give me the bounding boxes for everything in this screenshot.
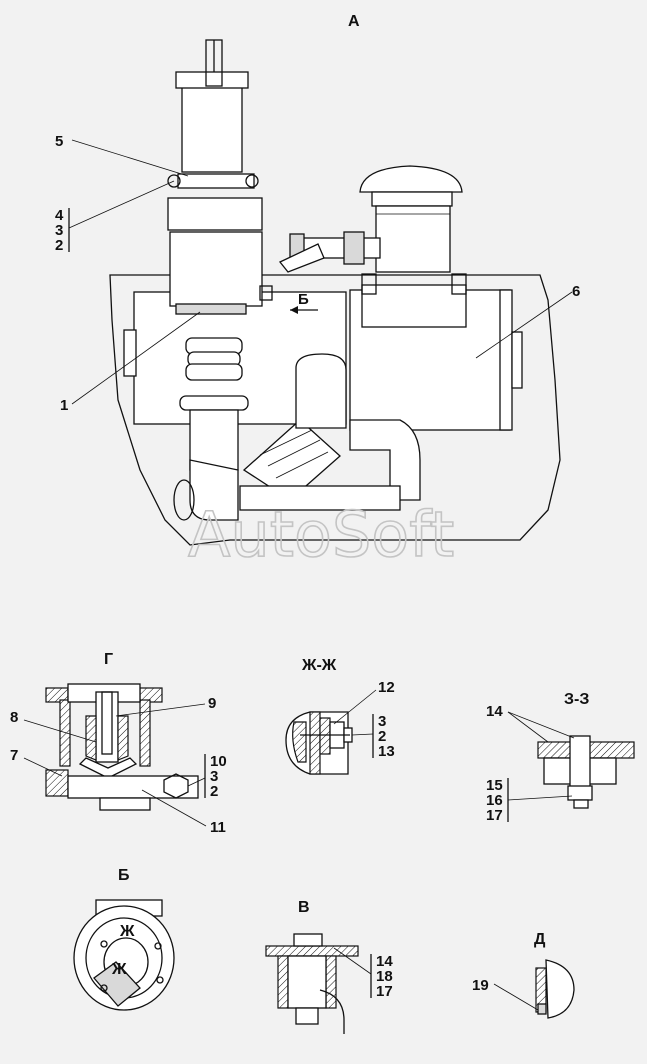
view-zh-zh: Ж-Ж: [285, 657, 353, 775]
section-mark-zh-bottom: Ж: [111, 961, 127, 978]
label-14-z: 14: [486, 703, 503, 720]
label-1: 1: [60, 397, 68, 414]
view-g-labels: 9 8 7 10 3 2 11: [10, 695, 227, 836]
label-18: 18: [376, 968, 393, 985]
label-10: 10: [210, 753, 227, 770]
view-title-d: Д: [534, 931, 546, 948]
view-zh-zh-labels: 12 3 2 13: [333, 679, 395, 760]
label-3-zh: 3: [378, 713, 386, 730]
label-2-g: 2: [210, 783, 218, 800]
view-v-labels: 14 18 17: [333, 947, 393, 1000]
label-2-zh: 2: [378, 728, 386, 745]
view-title-b: Б: [118, 867, 130, 884]
view-title-a: А: [348, 13, 360, 30]
label-17-z: 17: [486, 807, 503, 824]
label-4: 4: [55, 207, 64, 224]
view-a-labels: А 5 4 3 2 6 Б 1: [55, 13, 580, 414]
label-11: 11: [210, 819, 226, 836]
label-3-g: 3: [210, 768, 218, 785]
view-d: Д 19: [472, 931, 575, 1019]
view-b: Б Ж Ж: [73, 867, 175, 1011]
label-5: 5: [55, 133, 63, 150]
watermark: AutoSoft: [188, 498, 454, 571]
label-2: 2: [55, 237, 63, 254]
section-mark-zh-top: Ж: [119, 923, 135, 940]
view-title-z: З-З: [564, 691, 589, 708]
label-8: 8: [10, 709, 18, 726]
label-16: 16: [486, 792, 503, 809]
label-15: 15: [486, 777, 503, 794]
label-14-v: 14: [376, 953, 393, 970]
label-19: 19: [472, 977, 489, 994]
label-17-v: 17: [376, 983, 393, 1000]
view-g: Г: [45, 651, 199, 811]
view-title-v: В: [298, 899, 310, 916]
view-z-z-labels: 14 15 16 17: [486, 703, 575, 824]
view-a: [109, 39, 561, 546]
label-13: 13: [378, 743, 395, 760]
view-title-zh: Ж-Ж: [301, 657, 337, 674]
label-7: 7: [10, 747, 18, 764]
view-v: В: [265, 899, 359, 1034]
label-3: 3: [55, 222, 63, 239]
arrow-label-b: Б: [298, 291, 309, 308]
label-6: 6: [572, 283, 580, 300]
view-z-z: З-З: [537, 691, 635, 809]
view-title-g: Г: [104, 651, 113, 668]
label-12: 12: [378, 679, 395, 696]
label-9: 9: [208, 695, 216, 712]
